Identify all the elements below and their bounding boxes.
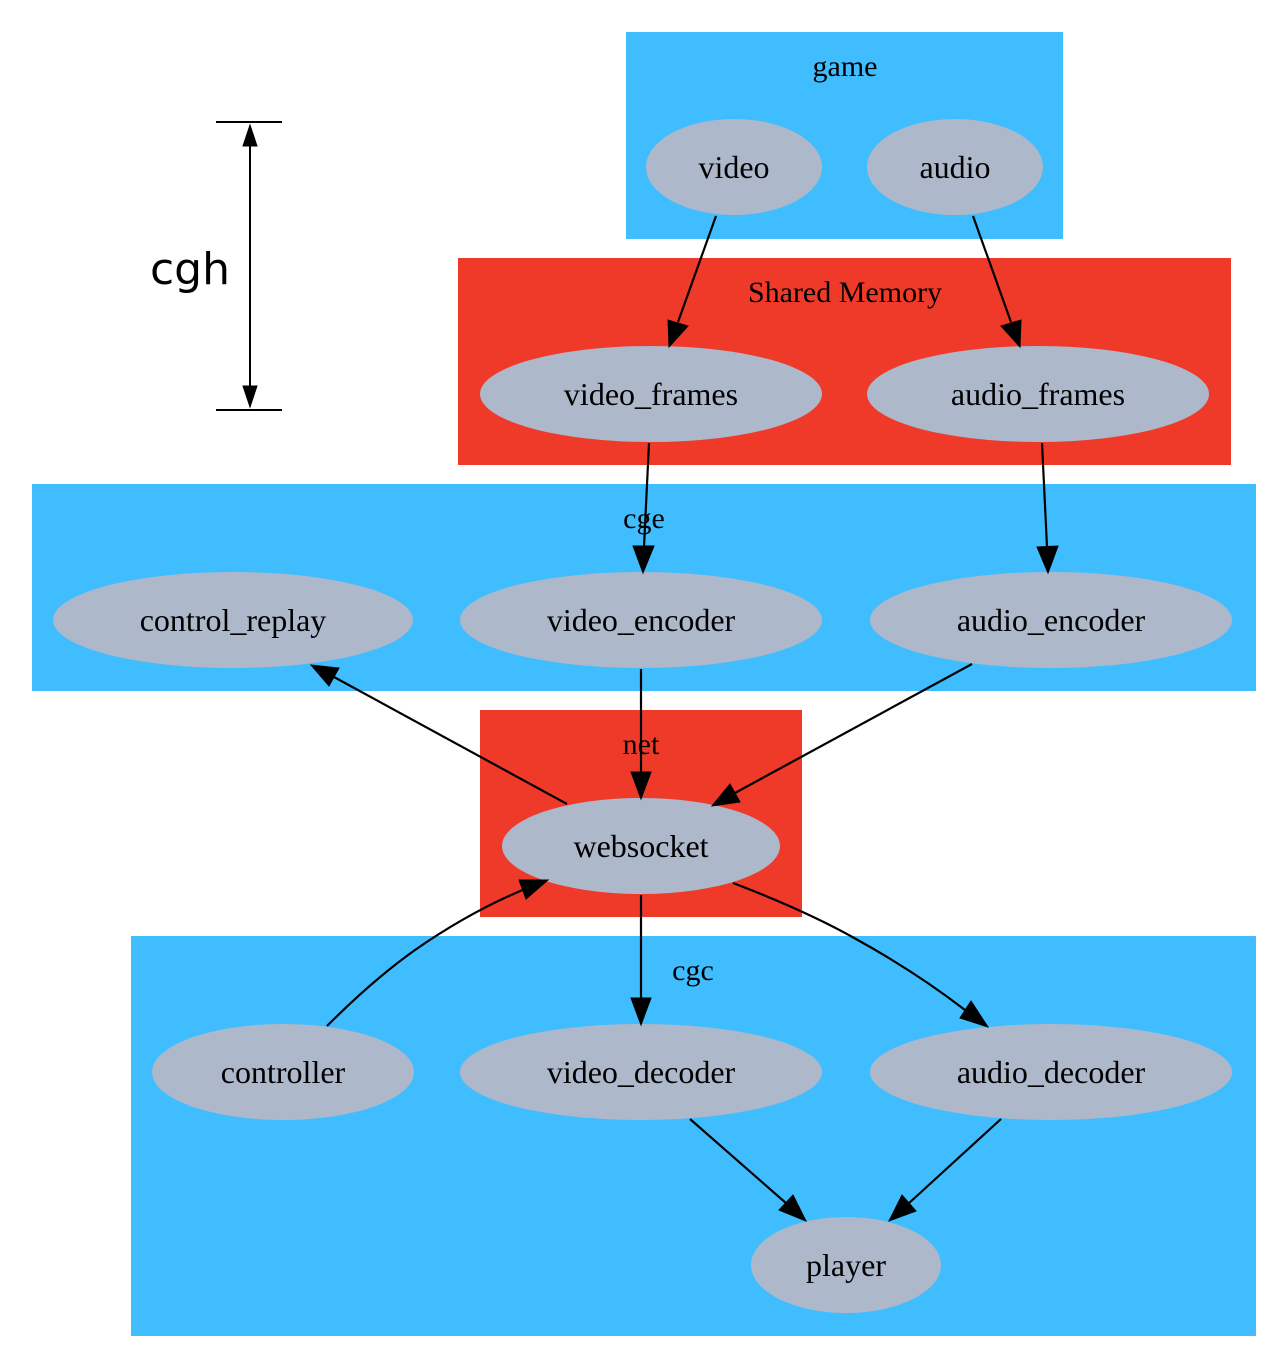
scale-label: cgh (150, 244, 230, 295)
edge-audio-frames-to-audio-encoder (1036, 442, 1059, 575)
edge-websocket-to-control-replay (309, 664, 568, 805)
edge-audio-to-audio-frames-arrowhead (1000, 319, 1022, 349)
node-video-frames-label: video_frames (564, 376, 738, 412)
node-audio-decoder-label: audio_decoder (957, 1054, 1146, 1090)
node-video-label: video (698, 149, 769, 185)
node-video-shape (646, 119, 822, 215)
node-audio-encoder-shape (870, 572, 1232, 668)
node-video: video (646, 119, 822, 215)
node-video-encoder-shape (460, 572, 822, 668)
edge-audio-encoder-to-websocket-arrowhead (710, 783, 741, 807)
edge-websocket-to-control-replay-line (333, 676, 568, 805)
node-video-frames-shape (480, 346, 822, 442)
node-player: player (751, 1217, 941, 1313)
cluster-cgc: cgc (131, 936, 1256, 1336)
node-control-replay-label: control_replay (140, 602, 327, 638)
edge-audio-decoder-to-player-line (907, 1118, 1002, 1205)
edge-audio-to-audio-frames-line (971, 215, 1013, 323)
node-player-label: player (806, 1247, 886, 1283)
edge-video-encoder-to-websocket-arrowhead (630, 771, 652, 801)
node-websocket-shape (502, 798, 780, 894)
edge-video-frames-to-video-encoder-arrowhead (632, 545, 655, 575)
node-audio-shape (867, 119, 1043, 215)
edge-audio-encoder-to-websocket (710, 663, 973, 807)
node-video-decoder: video_decoder (460, 1024, 822, 1120)
node-player-shape (751, 1217, 941, 1313)
edge-video-decoder-to-player (689, 1118, 808, 1222)
edge-video-frames-to-video-encoder (632, 442, 655, 575)
cluster-shared-memory-label: Shared Memory (748, 276, 942, 309)
node-audio-label: audio (919, 149, 990, 185)
node-audio-encoder: audio_encoder (870, 572, 1232, 668)
node-controller-shape (152, 1024, 414, 1120)
scale-arrow-down-icon (242, 385, 258, 409)
node-video-frames: video_frames (480, 346, 822, 442)
node-audio-decoder-shape (870, 1024, 1232, 1120)
node-audio: audio (867, 119, 1043, 215)
edge-websocket-to-video-decoder-arrowhead (630, 997, 652, 1027)
edge-audio-to-audio-frames (971, 215, 1022, 349)
edge-audio-frames-to-audio-encoder-arrowhead (1036, 545, 1059, 575)
edge-websocket-to-audio-decoder (732, 881, 990, 1028)
node-video-encoder-label: video_encoder (547, 602, 736, 638)
node-control-replay: control_replay (53, 572, 413, 668)
scale-arrow-up-icon (242, 123, 258, 147)
edge-audio-decoder-to-player-arrowhead (887, 1194, 917, 1222)
node-audio-decoder: audio_decoder (870, 1024, 1232, 1120)
node-audio-encoder-label: audio_encoder (957, 602, 1146, 638)
node-audio-frames-label: audio_frames (951, 376, 1125, 412)
edge-video-to-video-frames-arrowhead (667, 319, 689, 349)
node-video-encoder: video_encoder (460, 572, 822, 668)
node-controller: controller (152, 1024, 414, 1120)
edge-video-decoder-to-player-arrowhead (778, 1194, 808, 1222)
edge-controller-to-websocket (326, 879, 550, 1027)
edge-websocket-to-video-decoder (630, 895, 652, 1027)
node-websocket: websocket (502, 798, 780, 894)
edge-video-to-video-frames-line (676, 215, 718, 323)
edge-audio-encoder-to-websocket-line (734, 663, 973, 794)
node-websocket-label: websocket (573, 828, 708, 864)
node-control-replay-shape (53, 572, 413, 668)
edge-websocket-to-audio-decoder-arrowhead (959, 1000, 990, 1028)
cluster-game-label: game (813, 50, 878, 83)
edge-websocket-to-audio-decoder-line (732, 881, 966, 1011)
edge-controller-to-websocket-line (326, 887, 526, 1027)
node-audio-frames: audio_frames (867, 346, 1209, 442)
scale-indicator: cgh (150, 121, 282, 411)
edge-audio-frames-to-audio-encoder-line (1040, 442, 1049, 548)
node-audio-frames-shape (867, 346, 1209, 442)
node-video-decoder-shape (460, 1024, 822, 1120)
node-controller-label: controller (221, 1054, 346, 1090)
edge-controller-to-websocket-arrowhead (518, 879, 550, 900)
edge-video-to-video-frames (667, 215, 718, 349)
edge-audio-decoder-to-player (887, 1118, 1002, 1222)
edge-video-frames-to-video-encoder-line (642, 442, 651, 548)
edge-video-encoder-to-websocket (630, 669, 652, 801)
edge-websocket-to-control-replay-arrowhead (309, 664, 340, 687)
node-video-decoder-label: video_decoder (547, 1054, 736, 1090)
edge-video-decoder-to-player-line (689, 1118, 788, 1205)
cluster-cgc-label: cgc (672, 954, 714, 987)
cluster-cgc-box (131, 936, 1256, 1336)
